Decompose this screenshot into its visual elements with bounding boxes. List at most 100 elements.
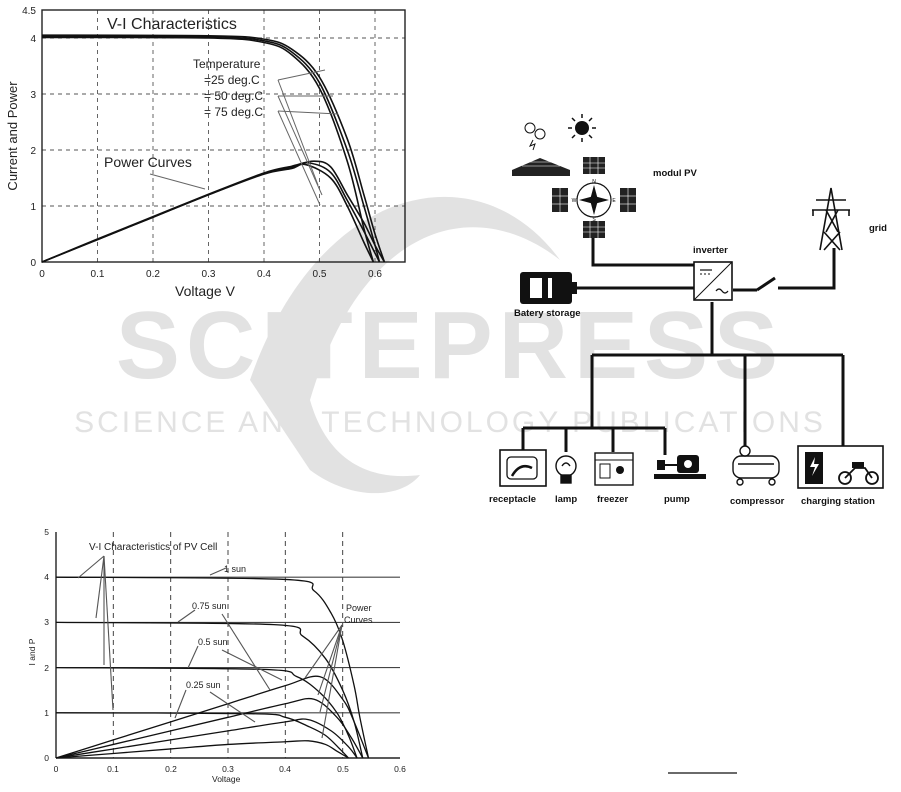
wiring [521, 238, 845, 455]
label-lamp: lamp [555, 494, 577, 505]
compass-e: E [612, 198, 616, 204]
c2-ytick-2: 2 [44, 663, 49, 673]
sun-pointer-lines [77, 555, 343, 739]
c1-xtick-1: 0.1 [91, 269, 105, 280]
chart-2-title: V-I Characteristics of PV Cell [89, 542, 217, 553]
solar-panel-top-icon [583, 157, 605, 174]
chart-1-x-ticks: 0 0.1 0.2 0.3 0.4 0.5 0.6 [39, 269, 382, 280]
annotation-50c: = 50 deg.C [204, 89, 263, 103]
pump-icon [654, 455, 706, 479]
c1-xtick-2: 0.2 [146, 269, 160, 280]
chart-1-ylabel: Current and Power [5, 81, 20, 191]
annotation-temperature: Temperature [193, 57, 261, 71]
pv-module-cluster: N W E S modul PV [512, 114, 697, 238]
label-compressor: compressor [730, 496, 785, 507]
c1-xtick-0: 0 [39, 269, 45, 280]
c2-series-current-2 [55, 666, 358, 759]
annotation-power: Power [346, 603, 372, 613]
chart-2-annotations: 1 sun 0.75 sun 0.5 sun 0.25 sun Power Cu… [77, 555, 373, 739]
chart-1-series [41, 34, 386, 263]
c1-ytick-3: 3 [30, 90, 36, 101]
annotation-power-curves: Power Curves [104, 154, 192, 170]
solar-panel-right-icon [620, 188, 636, 212]
c1-ytick-2: 2 [30, 146, 36, 157]
c2-xtick-3: 0.3 [222, 764, 234, 774]
chart-2-x-ticks: 0 0.1 0.2 0.3 0.4 0.5 0.6 [54, 764, 407, 774]
freezer-icon [594, 452, 634, 486]
compass-s: S [592, 217, 596, 223]
chart-2-series [55, 576, 370, 759]
c2-series-power-6 [55, 718, 358, 759]
compass-n: N [592, 179, 596, 185]
solar-panel-bottom-icon [583, 221, 605, 238]
c1-ytick-4: 4 [30, 34, 36, 45]
c2-series-current-3 [55, 712, 349, 759]
battery-icon [520, 272, 577, 304]
label-grid: grid [869, 223, 887, 234]
compass-icon: N W E S [572, 179, 617, 223]
c2-xtick-4: 0.4 [279, 764, 291, 774]
chart-1-frame [41, 9, 406, 263]
lamp-icon [555, 455, 577, 484]
chart-1-grid [42, 10, 405, 262]
weather-icon [524, 122, 546, 151]
chart-1-xlabel: Voltage V [175, 283, 236, 299]
rooftop-solar-icon [512, 158, 570, 176]
solar-panel-left-icon [552, 188, 568, 212]
c1-ytick-5: 4.5 [22, 6, 36, 17]
chart-2-y-ticks: 0 1 2 3 4 5 [44, 527, 49, 763]
annotation-1-sun: 1 sun [224, 564, 246, 574]
c1-ytick-1: 1 [30, 202, 36, 213]
watermark-main: SCITEPRESS [116, 292, 784, 399]
annotation-curves: Curves [344, 615, 373, 625]
label-freezer: freezer [597, 494, 628, 505]
annotation-025-sun: 0.25 sun [186, 680, 221, 690]
c1-ytick-0: 0 [30, 258, 36, 269]
watermark: SCITEPRESS SCIENCE AND TECHNOLOGY PUBLIC… [74, 196, 826, 494]
c2-ytick-4: 4 [44, 572, 49, 582]
c2-series-current-0 [55, 576, 370, 759]
label-pump: pump [664, 494, 690, 505]
chart-1-title: V-I Characteristics [107, 16, 237, 33]
c1-xtick-4: 0.4 [257, 269, 271, 280]
c2-xtick-1: 0.1 [107, 764, 119, 774]
annotation-05-sun: 0.5 sun [198, 637, 228, 647]
c2-xtick-5: 0.5 [337, 764, 349, 774]
watermark-swoosh [250, 196, 560, 494]
receptacle-icon [499, 449, 547, 487]
c2-series-power-4 [55, 675, 370, 759]
chart-1-annotations: Temperature =25 deg.C = 50 deg.C = 75 de… [104, 57, 339, 206]
label-inverter: inverter [693, 245, 728, 256]
c1-series-current-1 [41, 35, 381, 263]
compressor-icon [732, 445, 780, 486]
label-battery: Batery storage [514, 308, 581, 319]
annotation-075-sun: 0.75 sun [192, 601, 227, 611]
label-receptacle: receptacle [489, 494, 536, 505]
c1-series-power-4 [41, 161, 381, 263]
pv-system-diagram: N W E S modul PV grid inverter [489, 114, 887, 507]
annotation-25c: =25 deg.C [204, 73, 260, 87]
c2-xtick-0: 0 [54, 764, 59, 774]
watermark-sub: SCIENCE AND TECHNOLOGY PUBLICATIONS [74, 406, 826, 439]
c2-ytick-0: 0 [44, 753, 49, 763]
annotation-75c: = 75 deg.C [204, 105, 263, 119]
c2-ytick-1: 1 [44, 708, 49, 718]
charging-station-icon [797, 445, 884, 489]
c2-series-power-5 [55, 697, 364, 759]
wire-switch-grid [778, 248, 836, 290]
label-charging-station: charging station [801, 496, 875, 507]
temperature-pointer-lines [149, 69, 339, 206]
grid-switch [756, 276, 776, 292]
compass-w: W [572, 198, 577, 204]
c2-xtick-6: 0.6 [394, 764, 406, 774]
sun-icon [568, 114, 596, 142]
chart-1-vi-temperature: 0 0.1 0.2 0.3 0.4 0.5 0.6 0 1 2 3 4 4.5 … [5, 6, 406, 299]
label-modul-pv: modul PV [653, 168, 697, 179]
c2-ytick-3: 3 [44, 617, 49, 627]
c1-series-power-5 [41, 163, 375, 263]
c1-xtick-5: 0.5 [313, 269, 327, 280]
c1-xtick-3: 0.3 [202, 269, 216, 280]
c1-xtick-6: 0.6 [368, 269, 382, 280]
c2-series-power-7 [55, 740, 349, 759]
